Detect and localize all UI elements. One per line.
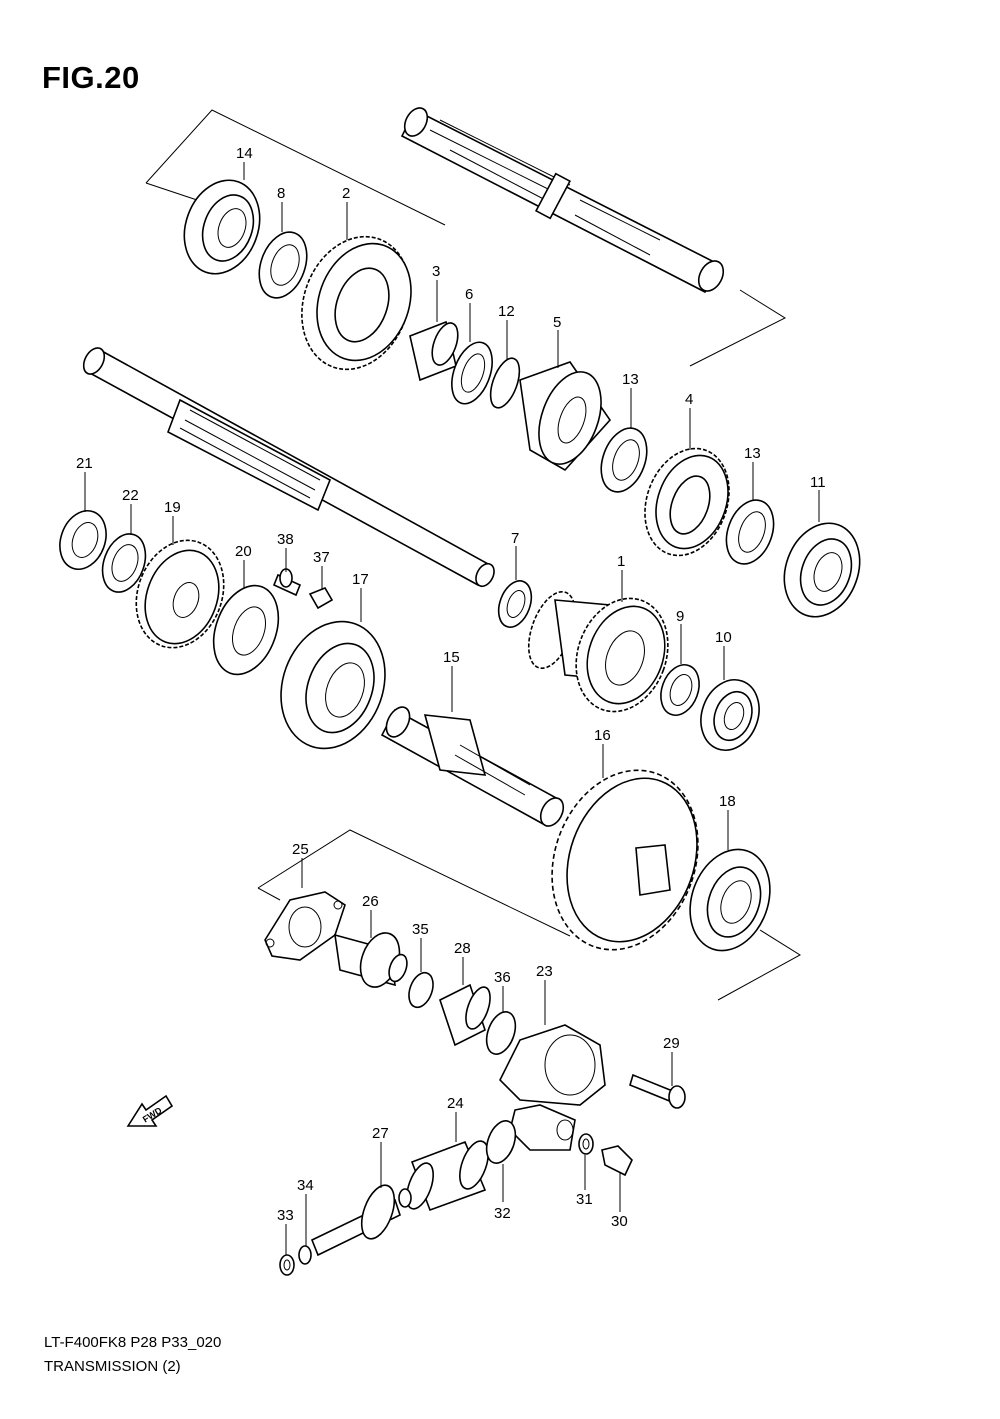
callout-30: 30 <box>611 1213 628 1230</box>
bearing-17 <box>280 620 386 750</box>
callout-1: 1 <box>617 553 625 570</box>
gear-16 <box>551 769 699 951</box>
plate-37 <box>308 587 334 610</box>
callout-33: 33 <box>277 1207 294 1224</box>
o-ring-35 <box>408 971 434 1009</box>
bolt-38 <box>272 568 302 597</box>
callout-24: 24 <box>447 1095 464 1112</box>
housing-23 <box>499 1024 606 1151</box>
model-code: LT-F400FK8 P28 P33_020 <box>44 1334 222 1351</box>
callout-16: 16 <box>594 727 611 744</box>
bearing-14 <box>183 179 261 275</box>
callout-11: 11 <box>810 474 826 491</box>
bushing-28 <box>439 983 491 1047</box>
callout-2: 2 <box>342 185 350 202</box>
callout-3: 3 <box>432 263 440 280</box>
gear-1 <box>527 590 669 713</box>
callout-20: 20 <box>235 543 252 560</box>
gear-5 <box>519 361 612 472</box>
bearing-18 <box>689 848 771 952</box>
gasket-25 <box>264 891 346 961</box>
o-ring-32 <box>485 1120 517 1164</box>
washer-22 <box>101 533 147 593</box>
callout-12: 12 <box>498 303 515 320</box>
callout-numbers: 14 8 2 3 6 12 5 13 4 13 11 21 22 19 20 3… <box>76 145 826 1230</box>
main-shaft <box>82 347 495 588</box>
callout-17: 17 <box>352 571 369 588</box>
callout-38: 38 <box>277 531 294 548</box>
washer-6 <box>451 341 493 405</box>
callout-14: 14 <box>236 145 253 162</box>
washer-33 <box>279 1254 295 1276</box>
callout-31: 31 <box>576 1191 593 1208</box>
circlip-12 <box>489 357 521 409</box>
callout-10: 10 <box>715 629 732 646</box>
callout-22: 22 <box>122 487 139 504</box>
pinion-26 <box>334 932 408 988</box>
o-ring-36 <box>485 1011 517 1055</box>
callout-9: 9 <box>676 608 684 625</box>
fwd-arrow-icon: FWD <box>126 1094 174 1127</box>
lower-assembly-frame <box>257 829 801 1001</box>
driven-gear-27 <box>310 1184 412 1257</box>
figure-title: FIG.20 <box>42 60 140 95</box>
callout-13b: 13 <box>744 445 761 462</box>
washer-31 <box>578 1133 594 1155</box>
callout-34: 34 <box>297 1177 314 1194</box>
washer-13b <box>725 499 775 565</box>
bearing-10 <box>700 679 760 751</box>
washer-8 <box>258 231 308 299</box>
callout-15: 15 <box>443 649 460 666</box>
gear-2 <box>301 235 412 371</box>
callout-5: 5 <box>553 314 561 331</box>
callout-35: 35 <box>412 921 429 938</box>
callout-19: 19 <box>164 499 181 516</box>
bolt-30 <box>601 1145 633 1177</box>
washer-20 <box>212 584 280 676</box>
countershaft-upper <box>400 107 725 294</box>
callout-8: 8 <box>277 185 285 202</box>
bushing-24 <box>406 1140 489 1212</box>
drive-shaft-15 <box>380 706 565 827</box>
oil-seal-21 <box>59 510 107 570</box>
callout-32: 32 <box>494 1205 511 1222</box>
callout-25: 25 <box>292 841 309 858</box>
leader-lines <box>84 162 820 1255</box>
sprocket-19 <box>135 539 225 649</box>
callout-6: 6 <box>465 286 473 303</box>
bolt-29 <box>629 1073 686 1109</box>
callout-26: 26 <box>362 893 379 910</box>
callout-27: 27 <box>372 1125 389 1142</box>
washer-7 <box>497 580 533 628</box>
washer-34 <box>298 1245 312 1265</box>
callout-21: 21 <box>76 455 93 472</box>
callout-18: 18 <box>719 793 736 810</box>
callout-37: 37 <box>313 549 330 566</box>
callout-36: 36 <box>494 969 511 986</box>
callout-29: 29 <box>663 1035 680 1052</box>
callout-13a: 13 <box>622 371 639 388</box>
figure-caption: TRANSMISSION (2) <box>44 1358 181 1375</box>
callout-7: 7 <box>511 530 519 547</box>
washer-13a <box>600 427 648 493</box>
callout-4: 4 <box>685 391 693 408</box>
bearing-11 <box>783 522 861 618</box>
callout-23: 23 <box>536 963 553 980</box>
washer-9 <box>660 664 700 716</box>
callout-28: 28 <box>454 940 471 957</box>
gear-4 <box>644 447 730 557</box>
